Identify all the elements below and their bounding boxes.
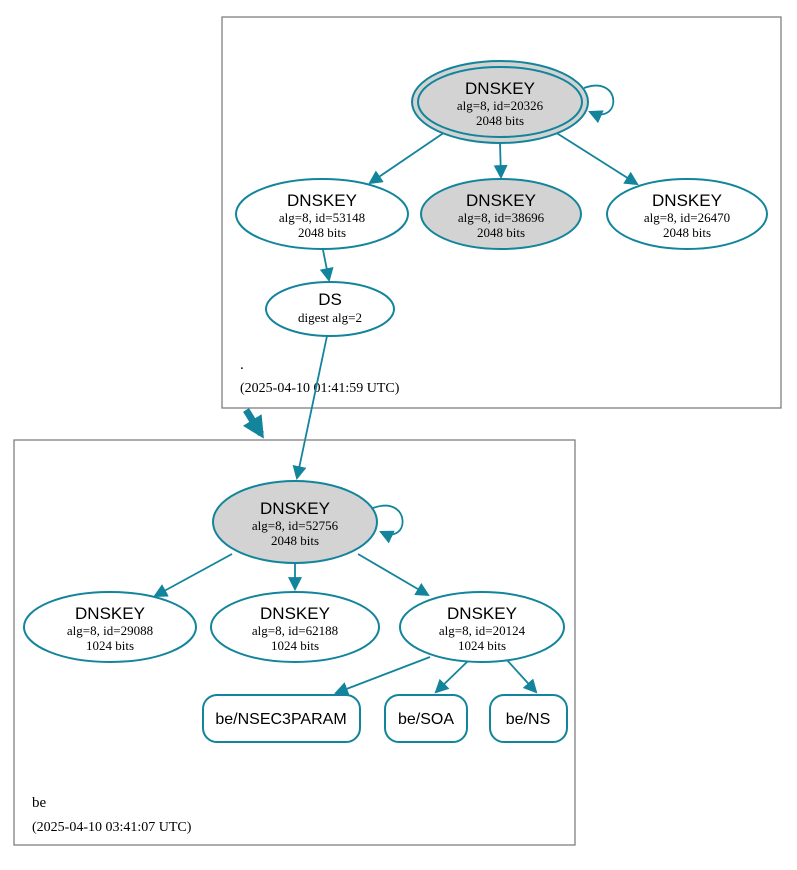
root-zone-cluster: DNSKEY alg=8, id=20326 2048 bits DNSKEY … <box>221 16 782 409</box>
dnskey-29088-node[interactable]: DNSKEY alg=8, id=29088 1024 bits <box>23 591 197 663</box>
dnskey-20326-title: DNSKEY <box>465 79 535 98</box>
dnskey-38696-title: DNSKEY <box>466 191 536 210</box>
dnskey-20326-alg: alg=8, id=20326 <box>457 98 544 113</box>
rrset-be-nsec3param-node[interactable]: be/NSEC3PARAM <box>202 694 361 743</box>
edge-root-ksk-selfloop <box>583 84 615 124</box>
edge-root-zsk1-to-ds <box>319 249 334 283</box>
edge-root-ksk-to-zsk2 <box>493 143 508 180</box>
dnskey-20124-node[interactable]: DNSKEY alg=8, id=20124 1024 bits <box>399 591 565 663</box>
dnskey-38696-node[interactable]: DNSKEY alg=8, id=38696 2048 bits <box>420 178 582 250</box>
edge-be-zsk3-to-ns <box>505 658 538 694</box>
dnskey-20124-title: DNSKEY <box>447 604 517 623</box>
dnskey-52756-alg: alg=8, id=52756 <box>252 518 339 533</box>
root-zone-border <box>221 16 782 409</box>
edge-ds-to-be-ksk <box>292 335 328 481</box>
dnskey-52756-title: DNSKEY <box>260 499 330 518</box>
be-zone-label: be <box>32 795 47 811</box>
edge-root-ksk-to-zsk3 <box>554 131 639 186</box>
root-zone-timestamp: (2025-04-10 01:41:59 UTC) <box>240 381 400 396</box>
dnskey-20124-bits: 1024 bits <box>458 638 506 653</box>
dnskey-62188-alg: alg=8, id=62188 <box>252 623 338 638</box>
rrset-be-ns-node[interactable]: be/NS <box>489 694 568 743</box>
dnskey-38696-alg: alg=8, id=38696 <box>458 210 545 225</box>
be-zone-border <box>13 439 576 846</box>
dnskey-52756-node[interactable]: DNSKEY alg=8, id=52756 2048 bits <box>212 480 378 564</box>
dnskey-38696-bits: 2048 bits <box>477 225 525 240</box>
dnskey-53148-node[interactable]: DNSKEY alg=8, id=53148 2048 bits <box>235 178 409 250</box>
rrset-be-soa-label: be/SOA <box>398 711 454 728</box>
dnskey-53148-bits: 2048 bits <box>298 225 346 240</box>
dnskey-20124-alg: alg=8, id=20124 <box>439 623 526 638</box>
dnskey-26470-title: DNSKEY <box>652 191 722 210</box>
dnskey-29088-alg: alg=8, id=29088 <box>67 623 153 638</box>
dnskey-53148-alg: alg=8, id=53148 <box>279 210 365 225</box>
edge-be-ksk-selfloop <box>372 504 404 544</box>
dnskey-52756-bits: 2048 bits <box>271 533 319 548</box>
edge-be-ksk-to-zsk3 <box>357 553 430 597</box>
rrset-be-soa-node[interactable]: be/SOA <box>384 694 468 743</box>
rrset-be-ns-label: be/NS <box>506 711 550 728</box>
edge-be-zsk3-to-soa <box>434 660 469 694</box>
edge-root-ksk-to-zsk1 <box>368 131 446 185</box>
dnskey-20326-node[interactable]: DNSKEY alg=8, id=20326 2048 bits <box>411 60 589 144</box>
dnskey-26470-alg: alg=8, id=26470 <box>644 210 730 225</box>
dnskey-20326-bits: 2048 bits <box>476 113 524 128</box>
edge-be-zsk3-to-nsec3param <box>334 656 431 696</box>
dnskey-62188-node[interactable]: DNSKEY alg=8, id=62188 1024 bits <box>210 591 380 663</box>
dnskey-29088-title: DNSKEY <box>75 604 145 623</box>
dnskey-62188-title: DNSKEY <box>260 604 330 623</box>
dnskey-29088-bits: 1024 bits <box>86 638 134 653</box>
dnskey-26470-bits: 2048 bits <box>663 225 711 240</box>
root-zone-label: . <box>240 357 244 373</box>
be-zone-cluster: DNSKEY alg=8, id=52756 2048 bits DNSKEY … <box>13 439 576 846</box>
rrset-be-nsec3param-label: be/NSEC3PARAM <box>215 711 346 728</box>
edge-be-ksk-to-zsk1 <box>153 553 233 598</box>
edge-root-zone-to-be-zone <box>242 408 264 439</box>
ds-detail: digest alg=2 <box>298 310 362 325</box>
dnskey-53148-title: DNSKEY <box>287 191 357 210</box>
ds-title: DS <box>318 290 342 309</box>
ds-node[interactable]: DS digest alg=2 <box>265 281 395 337</box>
dnskey-26470-node[interactable]: DNSKEY alg=8, id=26470 2048 bits <box>606 178 768 250</box>
be-zone-timestamp: (2025-04-10 03:41:07 UTC) <box>32 820 192 835</box>
dnskey-62188-bits: 1024 bits <box>271 638 319 653</box>
